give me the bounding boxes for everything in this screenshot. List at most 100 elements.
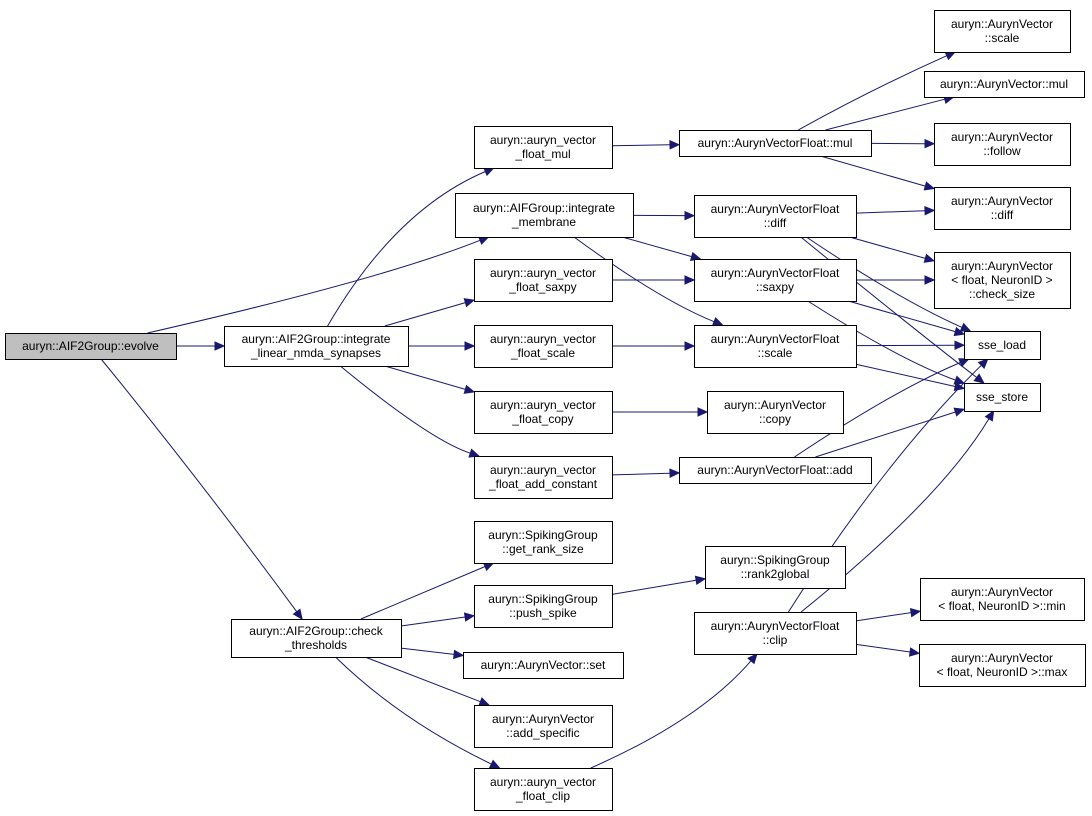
node-check_thresholds[interactable]: auryn::AIF2Group::check_thresholds: [231, 619, 402, 658]
arrowhead-icon: [953, 381, 966, 392]
node-avf_saxpy[interactable]: auryn::auryn_vector_float_saxpy: [474, 259, 613, 302]
arrowhead-icon: [959, 322, 972, 332]
node-label: auryn::SpikingGroup: [488, 528, 598, 542]
node-label: auryn::AurynVector: [951, 259, 1053, 273]
edge-line: [855, 612, 912, 622]
node-box: [679, 130, 872, 157]
node-AV_diff[interactable]: auryn::AurynVector::diff: [934, 187, 1071, 230]
node-box: [474, 768, 613, 811]
node-integrate_membrane[interactable]: auryn::AIFGroup::integrate_membrane: [455, 193, 634, 238]
edge-check_thresholds-to-push_spike: [400, 612, 476, 627]
node-AV_max[interactable]: auryn::AurynVector< float, NeuronID >::m…: [919, 644, 1086, 687]
edge-line: [147, 239, 481, 334]
edge-integrate_linear-to-avf_scale: [408, 341, 476, 351]
node-AVF_saxpy[interactable]: auryn::AurynVectorFloat::saxpy: [694, 259, 857, 302]
node-avf_scale[interactable]: auryn::auryn_vector_float_scale: [474, 325, 613, 368]
node-box: [474, 456, 613, 499]
node-box: [924, 71, 1085, 98]
edge-evolve-to-integrate_membrane: [147, 236, 490, 334]
node-label: ::scale: [758, 346, 793, 360]
node-label: auryn::AurynVector: [724, 398, 826, 412]
node-box: [694, 195, 857, 238]
node-sse_store[interactable]: sse_store: [964, 383, 1041, 412]
edge-line: [825, 98, 945, 131]
edge-integrate_linear-to-avf_saxpy: [384, 298, 476, 327]
arrowhead-icon: [954, 340, 966, 350]
edge-line: [820, 155, 926, 187]
edge-line: [794, 362, 961, 458]
node-AV_copy[interactable]: auryn::AurynVector::copy: [707, 391, 844, 434]
edge-evolve-to-check_thresholds: [100, 358, 303, 620]
node-label: auryn::AurynVector: [492, 712, 594, 726]
edge-avf_saxpy-to-AVF_saxpy: [612, 275, 696, 285]
edge-AVF_clip-to-AV_min: [855, 607, 922, 622]
node-box: [463, 652, 624, 679]
node-AV_follow[interactable]: auryn::AurynVector::follow: [934, 123, 1071, 166]
arrowhead-icon: [977, 358, 989, 370]
edge-line: [327, 171, 486, 327]
node-AVF_mul[interactable]: auryn::AurynVectorFloat::mul: [679, 130, 872, 157]
node-sse_load[interactable]: sse_load: [964, 331, 1041, 360]
node-label: auryn::AIFGroup::integrate: [473, 201, 615, 215]
edge-line: [806, 236, 963, 328]
node-rank2global[interactable]: auryn::SpikingGroup::rank2global: [705, 546, 846, 589]
edge-line: [384, 302, 466, 327]
edge-AVF_add-to-sse_store: [815, 407, 966, 458]
node-label: auryn::AurynVector: [951, 17, 1053, 31]
arrowhead-icon: [669, 140, 681, 150]
edge-AVF_add-to-sse_load: [794, 358, 970, 458]
node-label: auryn::auryn_vector: [490, 266, 596, 280]
node-AVF_clip[interactable]: auryn::AurynVectorFloat::clip: [694, 612, 857, 655]
edge-evolve-to-integrate_linear: [176, 341, 226, 351]
node-avf_mul[interactable]: auryn::auryn_vector_float_mul: [474, 126, 613, 169]
edge-line: [400, 647, 455, 655]
arrowhead-icon: [694, 575, 707, 586]
node-box: [934, 123, 1071, 166]
node-label: auryn::auryn_vector: [490, 332, 596, 346]
arrowhead-icon: [669, 468, 681, 478]
node-push_spike[interactable]: auryn::SpikingGroup::push_spike: [474, 585, 613, 628]
node-AVF_scale[interactable]: auryn::AurynVectorFloat::scale: [694, 325, 857, 368]
node-label: ::clip: [763, 633, 788, 647]
node-box: [474, 126, 613, 169]
node-AV_min[interactable]: auryn::AurynVector< float, NeuronID >::m…: [920, 578, 1085, 621]
edge-line: [622, 236, 692, 258]
node-add_specific[interactable]: auryn::AurynVector::add_specific: [474, 705, 613, 748]
arrowhead-icon: [923, 181, 936, 191]
arrowhead-icon: [924, 275, 936, 285]
node-integrate_linear[interactable]: auryn::AIF2Group::integrate_linear_nmda_…: [224, 326, 409, 367]
node-avf_copy[interactable]: auryn::auryn_vector_float_copy: [474, 391, 613, 434]
node-AV_mul[interactable]: auryn::AurynVector::mul: [924, 71, 1085, 98]
arrowhead-icon: [984, 409, 995, 422]
node-AV_check_size[interactable]: auryn::AurynVector< float, NeuronID >::c…: [934, 252, 1071, 309]
node-av_set[interactable]: auryn::AurynVector::set: [463, 652, 624, 679]
arrowhead-icon: [453, 649, 465, 660]
arrowhead-icon: [697, 407, 709, 417]
node-box: [920, 578, 1085, 621]
node-box: [474, 585, 613, 628]
edge-line: [848, 300, 956, 333]
arrowhead-icon: [463, 612, 476, 622]
edge-line: [573, 236, 715, 323]
arrowhead-icon: [684, 210, 696, 221]
node-AV_scale[interactable]: auryn::AurynVector::scale: [934, 10, 1071, 53]
arrowhead-icon: [711, 317, 724, 326]
node-evolve[interactable]: auryn::AIF2Group::evolve: [5, 333, 177, 360]
arrowhead-icon: [924, 138, 936, 149]
node-AVF_diff[interactable]: auryn::AurynVectorFloat::diff: [694, 195, 857, 238]
arrowhead-icon: [478, 697, 490, 707]
edge-AVF_mul-to-AV_follow: [870, 138, 936, 149]
edge-avf_scale-to-AVF_scale: [612, 341, 696, 351]
node-label: auryn::AurynVector::set: [481, 658, 606, 672]
node-label: auryn::AurynVectorFloat::mul: [698, 136, 853, 150]
arrowhead-icon: [747, 653, 758, 665]
node-AVF_add[interactable]: auryn::AurynVectorFloat::add: [679, 457, 872, 484]
node-get_rank_size[interactable]: auryn::SpikingGroup::get_rank_size: [474, 521, 613, 564]
node-label: ::add_specific: [506, 726, 579, 740]
node-avf_clip[interactable]: auryn::auryn_vector_float_clip: [474, 768, 613, 811]
edge-line: [855, 363, 956, 387]
node-avf_add_constant[interactable]: auryn::auryn_vector_float_add_constant: [474, 456, 613, 499]
node-box: [707, 391, 844, 434]
arrowhead-icon: [909, 607, 922, 618]
